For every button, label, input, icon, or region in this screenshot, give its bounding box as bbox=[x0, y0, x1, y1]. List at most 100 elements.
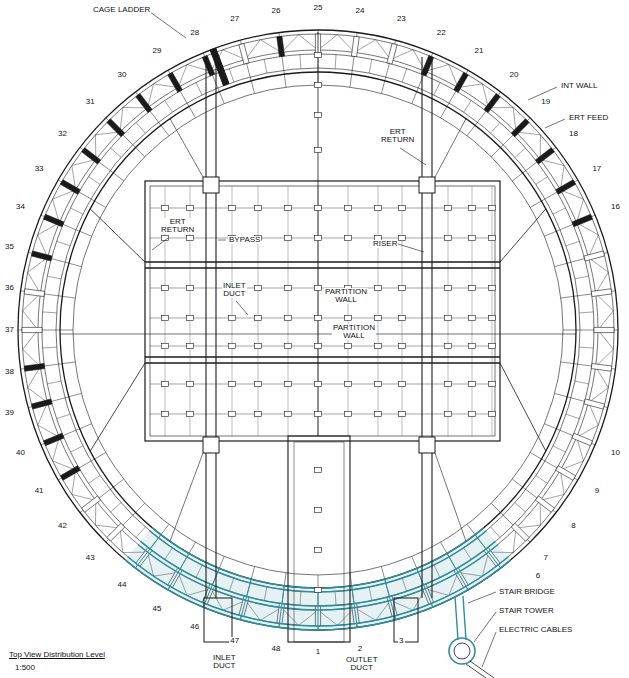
nozzle bbox=[399, 316, 406, 321]
nozzle bbox=[187, 286, 194, 291]
partition-wall bbox=[145, 362, 500, 363]
callout-number: 30 bbox=[117, 71, 128, 79]
outlet-duct bbox=[288, 436, 350, 642]
radial-beam bbox=[106, 503, 145, 542]
callout-number: 46 bbox=[189, 623, 200, 631]
part-label: BYPASS bbox=[228, 236, 261, 244]
nozzle bbox=[315, 83, 322, 88]
part-label: ELECTRIC CABLES bbox=[498, 626, 573, 634]
inlet-duct-wall bbox=[421, 57, 422, 598]
nozzle bbox=[315, 548, 322, 553]
nozzle bbox=[445, 344, 452, 349]
ring-segment bbox=[575, 381, 589, 384]
nozzle bbox=[399, 344, 406, 349]
nozzle bbox=[315, 286, 322, 291]
ring-truss bbox=[72, 470, 96, 500]
ring-truss bbox=[560, 190, 583, 223]
nozzle bbox=[345, 344, 352, 349]
ring-segment bbox=[566, 241, 579, 246]
nozzle bbox=[255, 412, 262, 417]
leader-line bbox=[545, 119, 565, 128]
nozzle bbox=[489, 286, 496, 291]
ring-segment bbox=[536, 476, 548, 484]
column bbox=[31, 399, 52, 409]
leader-line bbox=[482, 632, 496, 667]
callout-number: 34 bbox=[15, 203, 26, 211]
part-label: PARTITION WALL bbox=[332, 324, 376, 340]
callout-number: 47 bbox=[229, 637, 240, 645]
nozzle bbox=[445, 316, 452, 321]
ring-segment bbox=[136, 122, 145, 133]
part-label: STAIR BRIDGE bbox=[498, 588, 556, 596]
radial-beam bbox=[544, 424, 595, 445]
ring-truss bbox=[281, 35, 318, 53]
ring-segment bbox=[491, 527, 500, 538]
ring-segment bbox=[110, 503, 121, 512]
column bbox=[535, 148, 554, 164]
nozzle bbox=[315, 468, 322, 473]
part-label: PARTITION WALL bbox=[324, 288, 368, 304]
ring-truss bbox=[355, 40, 391, 60]
ring-truss bbox=[28, 258, 48, 294]
nozzle bbox=[187, 206, 194, 211]
nozzle bbox=[187, 382, 194, 387]
ring-truss bbox=[516, 500, 541, 528]
brace bbox=[90, 363, 145, 451]
ring-segment bbox=[57, 414, 70, 419]
part-label: INLET DUCT bbox=[212, 654, 237, 670]
column bbox=[60, 180, 80, 195]
radial-beam bbox=[530, 453, 578, 481]
brace bbox=[500, 363, 546, 451]
nozzle bbox=[375, 286, 382, 291]
ring-truss bbox=[560, 437, 583, 470]
sector-ring bbox=[152, 528, 484, 588]
column bbox=[31, 251, 52, 261]
column bbox=[584, 251, 605, 261]
ring-segment bbox=[264, 59, 267, 73]
partition-wall bbox=[145, 261, 500, 262]
leader-line bbox=[150, 12, 186, 38]
ring-truss bbox=[148, 84, 178, 108]
sector-beam bbox=[447, 553, 468, 589]
callout-number: 45 bbox=[152, 605, 163, 613]
column bbox=[60, 466, 80, 481]
ring-truss bbox=[38, 223, 60, 258]
branch-pipe bbox=[492, 186, 493, 436]
inlet-duct-wall bbox=[205, 57, 206, 598]
ring-truss bbox=[95, 500, 120, 528]
ring-truss bbox=[596, 293, 614, 330]
brace bbox=[170, 453, 203, 541]
nozzle bbox=[229, 206, 236, 211]
sector-ring bbox=[150, 531, 487, 592]
nozzle bbox=[445, 286, 452, 291]
nozzle bbox=[469, 316, 476, 321]
column bbox=[277, 36, 285, 57]
ring-truss bbox=[28, 367, 48, 403]
nozzle bbox=[399, 286, 406, 291]
ring-truss bbox=[516, 132, 541, 160]
radial-beam bbox=[168, 70, 196, 118]
nozzle bbox=[162, 206, 169, 211]
nozzle bbox=[255, 344, 262, 349]
ring-segment bbox=[43, 311, 57, 313]
nozzle bbox=[315, 508, 322, 513]
distribution-pipe bbox=[150, 288, 495, 289]
branch-pipe bbox=[378, 186, 379, 436]
ring-segment bbox=[579, 311, 593, 313]
callout-number: 3 bbox=[398, 637, 404, 645]
branch-pipe bbox=[448, 186, 449, 436]
branch-pipe bbox=[472, 186, 473, 436]
ring-segment bbox=[402, 69, 407, 82]
nozzle bbox=[345, 412, 352, 417]
ring-segment bbox=[47, 276, 61, 279]
branch-pipe bbox=[288, 186, 289, 436]
ring-segment bbox=[579, 347, 593, 349]
ring-truss bbox=[588, 367, 608, 403]
callout-number: 8 bbox=[570, 522, 576, 530]
callout-number: 19 bbox=[540, 98, 551, 106]
sector-beam bbox=[168, 553, 189, 589]
column bbox=[511, 119, 529, 137]
sector-beam bbox=[352, 586, 357, 628]
nozzle bbox=[162, 236, 169, 241]
ring-truss bbox=[23, 293, 41, 330]
